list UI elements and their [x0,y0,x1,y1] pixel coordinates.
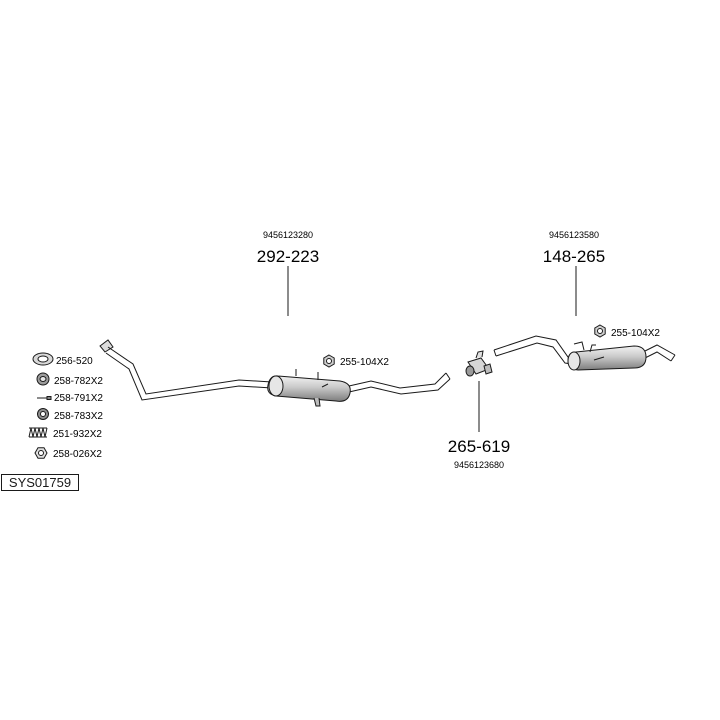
legend: 256-520 258-782X2 258-791X2 258-783X2 25… [28,352,103,460]
hex-nut-icon [594,324,606,338]
rear-muffler [567,344,647,371]
rear-part-number: 148-265 [543,247,605,266]
legend-item-label: 258-783X2 [54,411,103,422]
legend-item-label: 256-520 [56,356,93,367]
legend-item-label: 258-782X2 [54,376,103,387]
bolt-icon [37,396,52,400]
rear-hardware-label: 255-104X2 [611,328,660,339]
rubber-ring-icon [37,408,49,420]
hex-nut-icon [323,354,335,368]
legend-item-label: 251-932X2 [53,429,102,440]
gasket-ring-icon [32,352,54,366]
front-oe-number: 9456123280 [263,230,313,240]
front-pipe-assembly [99,339,451,401]
middle-part-number: 265-619 [448,437,510,456]
diagram-id-label: SYS01759 [1,474,79,491]
rubber-mount-icon [36,372,50,386]
middle-oe-number: 9456123680 [454,460,504,470]
front-muffler [267,369,351,407]
rear-oe-number: 9456123580 [549,230,599,240]
front-hardware-label: 255-104X2 [340,357,389,368]
legend-item-label: 258-026X2 [53,449,102,460]
spring-icon [28,427,48,438]
middle-clamp-assembly [465,350,493,377]
legend-item-label: 258-791X2 [54,393,103,404]
hex-nut-icon [34,447,48,459]
front-part-number: 292-223 [257,247,319,266]
